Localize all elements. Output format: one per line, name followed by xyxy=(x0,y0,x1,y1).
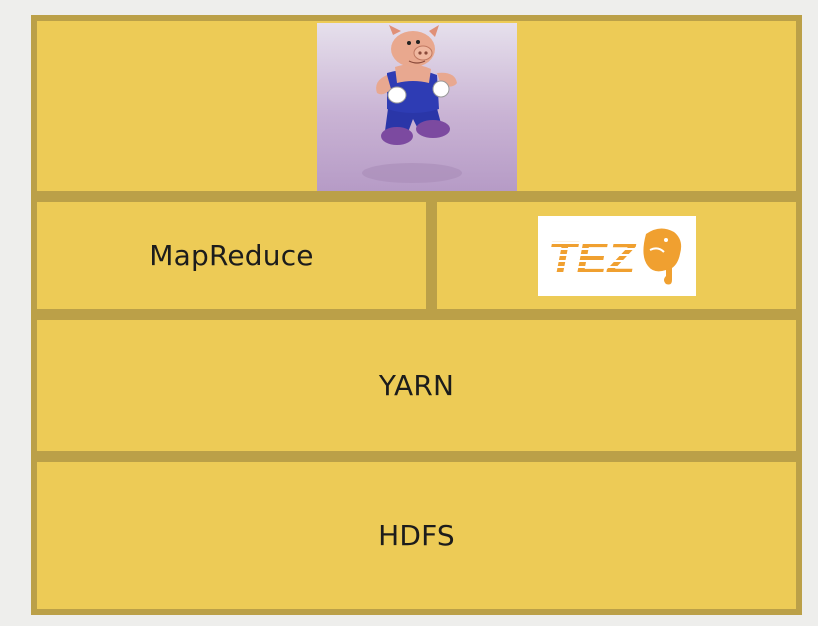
mapreduce-box: MapReduce xyxy=(37,202,426,309)
tez-logo-text: TEZ xyxy=(548,232,637,284)
hadoop-stack-diagram: MapReduce TEZ YARN HDFS xyxy=(31,15,802,615)
yarn-label: YARN xyxy=(378,369,455,402)
tez-box: TEZ xyxy=(437,202,796,309)
mapreduce-label: MapReduce xyxy=(149,239,314,272)
hdfs-label: HDFS xyxy=(378,519,455,552)
yarn-box: YARN xyxy=(37,320,796,451)
pig-icon xyxy=(317,23,517,191)
pig-layer xyxy=(37,21,796,191)
tez-logo-icon: TEZ xyxy=(537,215,696,296)
hdfs-box: HDFS xyxy=(37,462,796,609)
